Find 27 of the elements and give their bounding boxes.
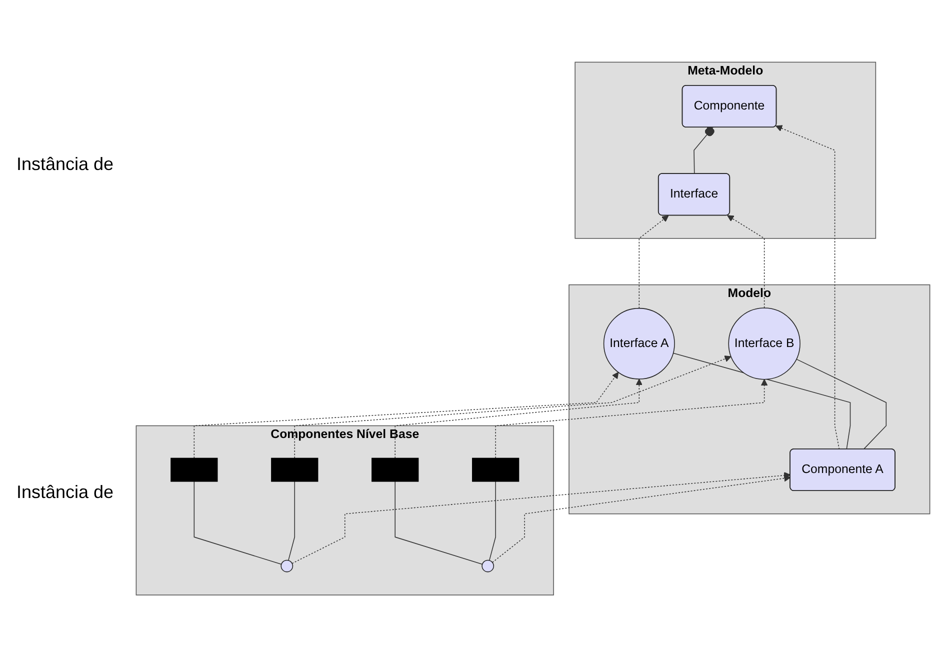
node-bar	[170, 458, 218, 482]
node-circle	[280, 560, 294, 572]
note-label: Instância de	[16, 482, 114, 504]
node-bar	[472, 458, 520, 482]
node-bar	[271, 458, 318, 482]
cluster: Componentes Nível Base	[136, 425, 554, 596]
arrow	[292, 472, 791, 564]
arrow	[294, 355, 732, 458]
arrow	[492, 474, 791, 563]
arrow	[194, 372, 619, 458]
arrow	[638, 215, 669, 309]
arrow	[776, 125, 840, 450]
node-circle: Interface A	[603, 308, 675, 380]
node-bar	[372, 458, 419, 482]
connector	[394, 480, 483, 565]
connector	[796, 358, 887, 450]
arrow	[495, 378, 768, 458]
connector	[488, 480, 496, 561]
connector	[672, 352, 851, 450]
arrow	[394, 378, 643, 458]
node-circle	[482, 560, 494, 572]
note-label: Instância de	[16, 154, 114, 175]
connector	[194, 480, 282, 565]
connector	[288, 480, 296, 561]
connector	[694, 126, 714, 174]
arrow	[727, 215, 765, 308]
node-circle: Interface B	[728, 307, 800, 380]
